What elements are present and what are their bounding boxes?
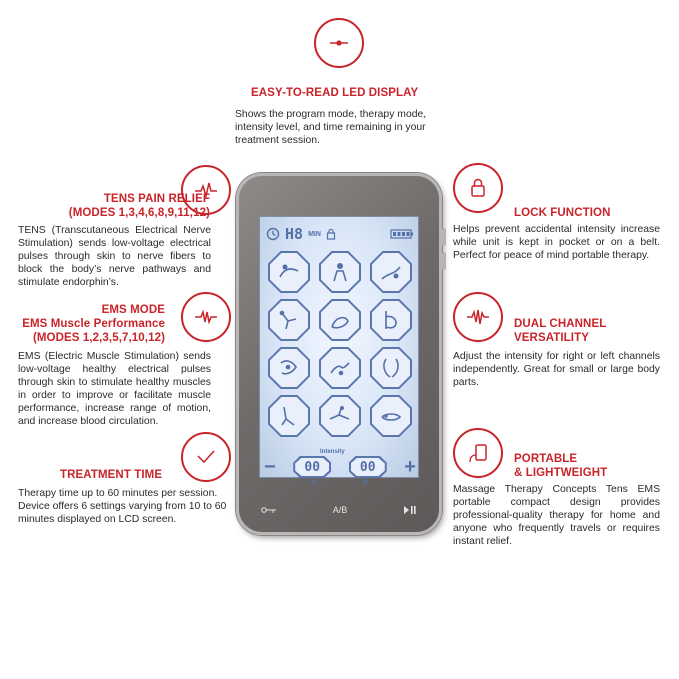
channel-a-value: 00 [295, 458, 330, 476]
portable-title: PORTABLE & LIGHTWEIGHT [514, 452, 607, 480]
program-3-icon[interactable] [370, 251, 412, 293]
program-2-icon[interactable] [319, 251, 361, 293]
ems-title: EMS MODE EMS Muscle Performance (MODES 1… [10, 303, 165, 345]
ab-button[interactable]: A/B [332, 505, 348, 515]
timer-value: H8 [285, 225, 304, 243]
timer-unit: MIN [308, 230, 321, 238]
portable-description: Massage Therapy Concepts Tens EMS portab… [453, 484, 660, 547]
heartbeat-pulse-icon [181, 165, 231, 215]
portable-device-icon [453, 428, 503, 478]
ems-title-line1: EMS MODE [101, 304, 165, 316]
lock-function-title: LOCK FUNCTION [514, 207, 611, 219]
ems-description: EMS (Electric Muscle Stimulation) sends … [18, 351, 211, 427]
checkmark-icon [181, 432, 231, 482]
led-display-description: Shows the program mode, therapy mode, in… [235, 109, 427, 146]
battery-icon [390, 229, 413, 239]
program-9-icon[interactable] [370, 347, 412, 389]
dual-channel-title: DUAL CHANNEL VERSATILITY [514, 317, 606, 345]
intensity-plus[interactable]: + [404, 456, 416, 478]
lock-icon [453, 163, 503, 213]
tens-title-line1: TENS PAIN RELIEF [103, 193, 210, 205]
lock-function-description: Helps prevent accidental intensity incre… [453, 224, 660, 261]
intensity-label: Intensity [320, 449, 345, 455]
program-8-icon[interactable] [319, 347, 361, 389]
dual-channel-title-line1: DUAL CHANNEL [514, 318, 607, 330]
program-1-icon[interactable] [268, 251, 310, 293]
lock-indicator-icon [326, 228, 336, 240]
intensity-row: − 00 00 + [264, 456, 416, 478]
channel-b-value: 00 [350, 458, 385, 476]
channel-a-label: A [312, 479, 318, 486]
channel-b-display: 00 [348, 456, 387, 478]
dual-wave-icon [453, 292, 503, 342]
side-button-bottom[interactable] [442, 252, 446, 270]
lcd-screen: H8 MIN Intensity − 00 00 + A B [259, 216, 419, 486]
key-lock-button-icon[interactable] [261, 506, 277, 514]
program-12-icon[interactable] [370, 395, 412, 437]
dual-channel-description: Adjust the intensity for right or left c… [453, 351, 660, 388]
led-display-title: EASY-TO-READ LED DISPLAY [251, 87, 419, 99]
program-10-icon[interactable] [268, 395, 310, 437]
play-pause-button-icon[interactable] [403, 506, 417, 514]
tens-title-line2: (MODES 1,3,4,6,8,9,11,12) [68, 207, 210, 219]
ems-title-line2: EMS Muscle Performance [22, 318, 165, 330]
treatment-time-title: TREATMENT TIME [60, 469, 163, 481]
tens-title: TENS PAIN RELIEF (MODES 1,3,4,6,8,9,11,1… [10, 192, 210, 220]
program-4-icon[interactable] [268, 299, 310, 341]
led-display-icon [314, 18, 364, 68]
portable-title-line1: PORTABLE [514, 453, 578, 465]
program-11-icon[interactable] [319, 395, 361, 437]
pulse-wave-icon [181, 292, 231, 342]
program-6-icon[interactable] [370, 299, 412, 341]
side-button-top[interactable] [442, 228, 446, 246]
tens-unit-device: H8 MIN Intensity − 00 00 + A B [236, 173, 446, 535]
lcd-status-row: H8 MIN [266, 225, 414, 243]
dual-channel-title-line2: VERSATILITY [514, 332, 590, 344]
program-grid [268, 251, 412, 437]
portable-title-line2: & LIGHTWEIGHT [514, 467, 608, 479]
channel-b-label: B [363, 479, 369, 486]
treatment-time-description: Therapy time up to 60 minutes per sessio… [18, 488, 227, 525]
tens-description: TENS (Transcutaneous Electrical Nerve St… [18, 225, 211, 288]
channel-a-display: 00 [293, 456, 332, 478]
program-5-icon[interactable] [319, 299, 361, 341]
device-button-row: A/B [239, 500, 439, 520]
ems-title-line3: (MODES 1,2,3,5,7,10,12) [32, 332, 165, 344]
intensity-minus[interactable]: − [264, 456, 276, 478]
clock-icon [266, 227, 280, 241]
program-7-icon[interactable] [268, 347, 310, 389]
